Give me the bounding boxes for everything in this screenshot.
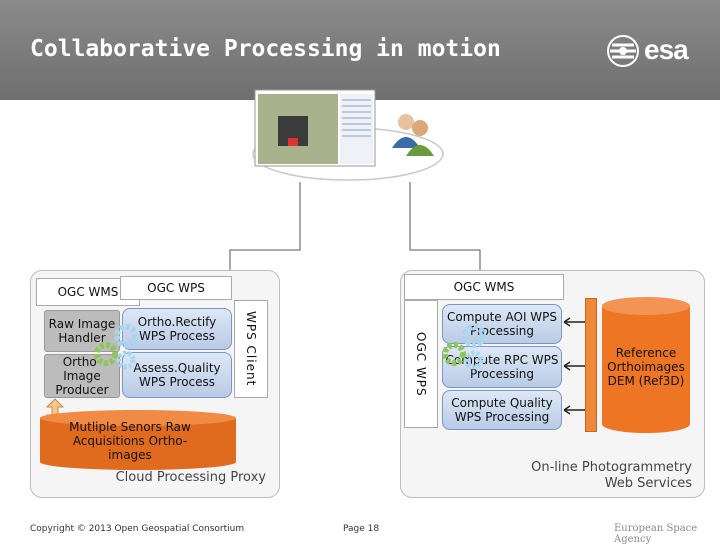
agency-name: European Space Agency [614, 523, 698, 545]
slide-title: Collaborative Processing in motion [30, 36, 501, 62]
gears-icon-left [94, 324, 138, 370]
compute-quality-box: Compute Quality WPS Processing [442, 390, 562, 430]
ogc-wps-vertical-text: OGC WPS [414, 331, 428, 397]
ogc-wps-vertical-label: OGC WPS [404, 300, 438, 428]
storage-label: Mutliple Senors Raw Acquisitions Ortho-i… [69, 420, 191, 462]
raw-image-handler-box: Raw Image Handler [44, 310, 120, 352]
ogc-wms-label-right: OGC WMS [404, 274, 564, 300]
reference-db-label: Reference Orthoimages DEM (Ref3D) [607, 346, 685, 388]
wps-client-label: WPS Client [234, 300, 268, 398]
storage-cylinder [40, 410, 236, 470]
gears-icon-right [442, 324, 486, 370]
client-cloud-graphic [252, 89, 444, 181]
arrows-to-processes [563, 317, 585, 415]
reference-db-cylinder [602, 297, 690, 433]
copyright-text: Copyright © 2013 Open Geospatial Consort… [30, 524, 245, 534]
assess-quality-process-box: Assess.Quality WPS Process [122, 352, 232, 398]
ortho-image-producer-box: Ortho-Image Producer [44, 354, 120, 398]
header-bar [0, 0, 720, 100]
ogc-wps-label-left: OGC WPS [120, 276, 232, 300]
esa-globe-icon [607, 35, 639, 67]
cloud-proxy-caption: Cloud Processing Proxy [115, 470, 266, 485]
wps-client-text: WPS Client [244, 311, 258, 387]
ortho-rectify-process-box: Ortho.Rectify WPS Process [122, 308, 232, 350]
esa-logo: esa [606, 32, 706, 68]
connector-bar [585, 298, 597, 432]
esa-logo-text: esa [644, 34, 689, 65]
page-number: Page 18 [343, 524, 380, 534]
photogrammetry-caption: On-line Photogrammetry Web Services [531, 460, 692, 491]
user-icon-1 [398, 114, 414, 130]
user-icon-2 [412, 120, 428, 136]
compute-aoi-box: Compute AOI WPS Processing [442, 304, 562, 344]
